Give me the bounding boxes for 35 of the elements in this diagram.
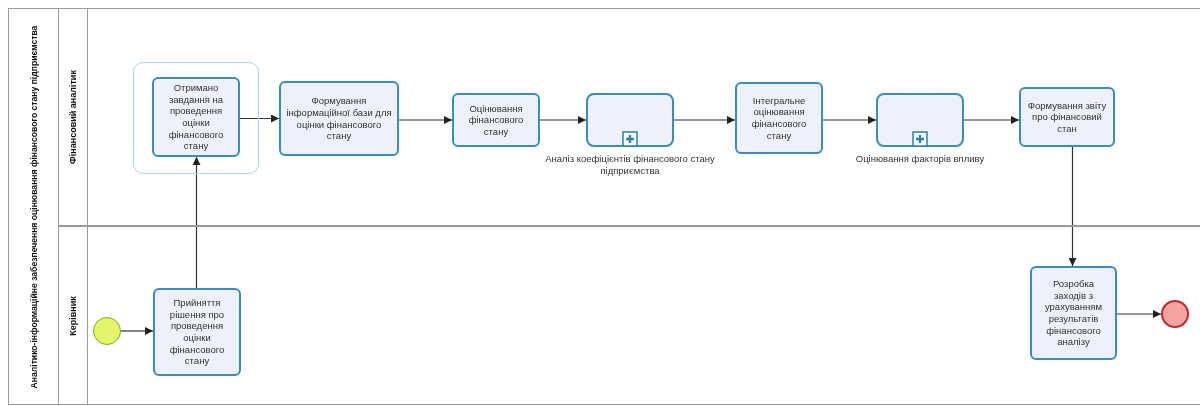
task-box xyxy=(152,77,240,157)
lane-label: Фінансовий аналітик xyxy=(68,69,78,166)
end-event xyxy=(1161,300,1189,328)
start-event xyxy=(93,317,121,345)
sequence-arrow xyxy=(1068,146,1077,267)
task-label: Інтегральне оцінювання фінансового стану xyxy=(750,94,808,142)
task-box xyxy=(153,288,241,376)
pool-title: Аналітико-інформаційне забезпечення оцінювання фінансового стану підприємства xyxy=(29,24,39,390)
task-box xyxy=(452,93,540,147)
sequence-arrow xyxy=(539,116,587,124)
task-label: Формування інформаційної бази для оцінки фінансового стану xyxy=(285,95,393,142)
task-box xyxy=(1019,87,1115,147)
sequence-arrow xyxy=(1116,310,1162,318)
sequence-arrow xyxy=(239,114,280,123)
task-label: Оцінювання фінансового стану xyxy=(467,102,525,138)
task-label: Формування звіту про фінансовий стан xyxy=(1026,99,1108,135)
swimlane xyxy=(58,226,1200,405)
task-label: Прийняття рішення про проведення оцінки фінансового стану xyxy=(168,297,226,367)
sequence-arrow xyxy=(192,156,201,289)
sequence-arrow xyxy=(673,116,736,124)
sequence-arrow xyxy=(398,116,453,124)
subprocess-label: Аналіз коефіцієнтів фінансового стану підприємства xyxy=(544,153,716,178)
lane-label: Керівник xyxy=(68,294,78,338)
task-label: Отримано завдання на проведення оцінки фінансового стану xyxy=(167,82,225,152)
sequence-arrow xyxy=(120,327,154,335)
selection-frame xyxy=(133,62,259,174)
sequence-arrow xyxy=(963,116,1020,124)
task-label: Розробка заходів з урахуванням результатів фінансового аналізу xyxy=(1043,278,1104,348)
sequence-arrow xyxy=(822,116,877,124)
swimlane xyxy=(58,8,1200,226)
pool xyxy=(8,8,1200,405)
task-box xyxy=(279,81,399,156)
subprocess-label: Оцінювання факторів впливу xyxy=(854,153,986,166)
task-box xyxy=(1030,266,1117,360)
task-box xyxy=(735,82,823,154)
